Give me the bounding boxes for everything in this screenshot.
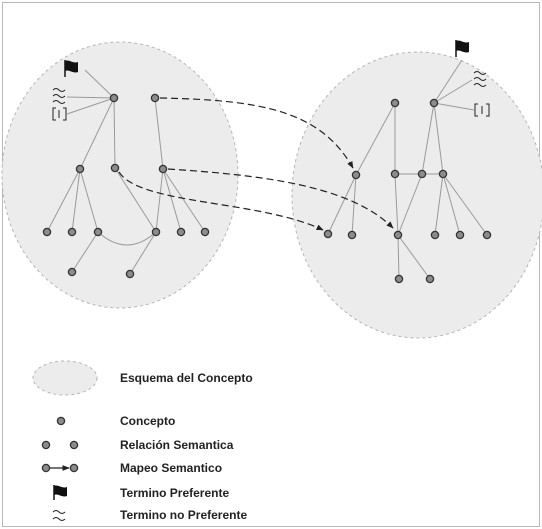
concept-node <box>430 230 440 240</box>
right-non-preferred-tilde-icon <box>473 71 487 87</box>
concept-node <box>390 98 400 108</box>
concept-node <box>67 267 77 277</box>
legend-schema-label: Esquema del Concepto <box>120 371 253 385</box>
left-non-preferred-bracket-icon <box>52 107 67 121</box>
legend-semantic-mapping-label: Mapeo Semantico <box>120 461 222 475</box>
concept-node <box>347 230 357 240</box>
concept-node <box>75 164 85 174</box>
legend-relation-swatch-a <box>41 440 51 450</box>
concept-node <box>67 227 77 237</box>
concept-node <box>394 274 404 284</box>
right-scheme-concepts <box>323 98 492 284</box>
legend-tilde-icon <box>52 510 66 521</box>
concept-node <box>42 227 52 237</box>
concept-node <box>482 230 492 240</box>
concept-node <box>110 163 120 173</box>
concept-node <box>125 269 135 279</box>
concept-node <box>438 169 448 179</box>
concept-node <box>109 93 119 103</box>
concept-scheme-right <box>291 51 542 339</box>
left-non-preferred-tilde-icon <box>52 88 66 104</box>
legend-non-preferred-term-label: Termino no Preferente <box>120 508 247 522</box>
concept-node <box>390 169 400 179</box>
legend-flag-icon <box>53 485 67 500</box>
legend-mapping-swatch-a <box>41 463 51 473</box>
legend-relation-swatch-b <box>69 440 79 450</box>
legend-mapping-swatch-b <box>69 463 79 473</box>
concept-node <box>393 230 403 240</box>
left-scheme-concepts <box>42 93 210 279</box>
left-preferred-term-flag-icon <box>64 60 78 77</box>
concept-node <box>176 227 186 237</box>
concept-node <box>429 98 439 108</box>
concept-node <box>425 274 435 284</box>
concept-node <box>200 227 210 237</box>
legend-concept-swatch <box>56 416 66 426</box>
concept-node <box>417 169 427 179</box>
concept-node <box>158 164 168 174</box>
left-scheme-relations <box>46 69 206 275</box>
semantic-mappings <box>118 97 394 231</box>
legend-preferred-term-label: Termino Preferente <box>120 486 229 500</box>
right-scheme-relations <box>327 59 488 280</box>
legend: Esquema del Concepto Concepto Relación S… <box>32 360 253 522</box>
right-non-preferred-bracket-icon <box>474 103 490 117</box>
legend-schema-swatch <box>32 360 98 396</box>
concept-node <box>150 93 160 103</box>
right-preferred-term-flag-icon <box>455 40 469 57</box>
concept-node <box>151 227 161 237</box>
legend-concept-label: Concepto <box>120 414 175 428</box>
concept-node <box>455 230 465 240</box>
concept-node <box>93 227 103 237</box>
concept-node <box>351 170 361 180</box>
concept-node <box>323 229 333 239</box>
legend-semantic-relation-label: Relación Semantica <box>120 438 234 452</box>
